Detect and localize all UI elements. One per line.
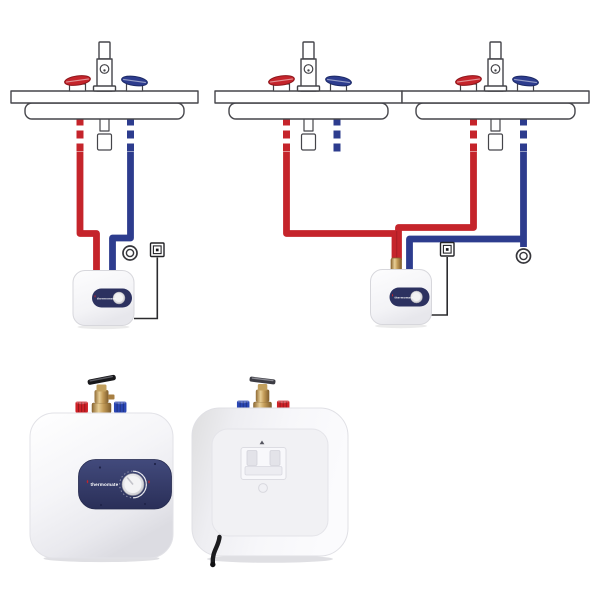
relief-valve-icon [249, 376, 276, 413]
back-face [211, 428, 329, 537]
mini-tank-heater [72, 270, 135, 330]
double-sink-diagram [215, 42, 589, 329]
power-outlet-icon [149, 242, 165, 258]
max-temp-flame-icon [148, 480, 150, 484]
power-cord-line [431, 257, 448, 316]
mounting-bracket-recess [240, 440, 287, 493]
single-sink-diagram [11, 42, 198, 330]
cold-inlet-cap [113, 399, 127, 414]
cold-water-pipe [406, 235, 524, 272]
temperature-knob[interactable] [119, 470, 150, 499]
power-cord-line [134, 257, 159, 320]
brand-logo-text: thermomate [91, 482, 119, 487]
back-view-photo [191, 376, 349, 568]
hot-water-pipe-left-sink [283, 152, 399, 260]
shutoff-ring-icon [122, 245, 138, 261]
hot-supply-dashes [470, 117, 477, 152]
cold-supply-dashes [333, 117, 341, 152]
shutoff-ring-icon [515, 248, 532, 264]
up-arrow-mark [259, 440, 265, 445]
drain-knockout [258, 483, 268, 493]
hot-water-pipe-right-sink [395, 152, 477, 260]
control-panel: thermomate [78, 459, 172, 510]
drop-shadow [207, 555, 333, 563]
sink-unit-right [402, 42, 589, 150]
sink-unit [11, 42, 198, 150]
power-cord-end [210, 561, 216, 568]
power-cord [210, 534, 222, 566]
hot-outlet-cap [74, 399, 89, 414]
relief-valve-icon [87, 374, 116, 414]
sink-unit-left [215, 42, 402, 150]
cold-supply-dashes [127, 117, 134, 152]
cold-water-pipe [109, 152, 134, 271]
hot-water-pipe [76, 152, 100, 271]
hot-supply-dashes [76, 117, 84, 152]
brand-flame-icon [86, 479, 89, 484]
mini-tank-heater [370, 269, 432, 329]
power-outlet-icon [439, 241, 455, 257]
cold-supply-dashes [520, 117, 527, 152]
front-view-photo: thermomate [29, 374, 174, 563]
hot-supply-dashes [283, 117, 290, 152]
